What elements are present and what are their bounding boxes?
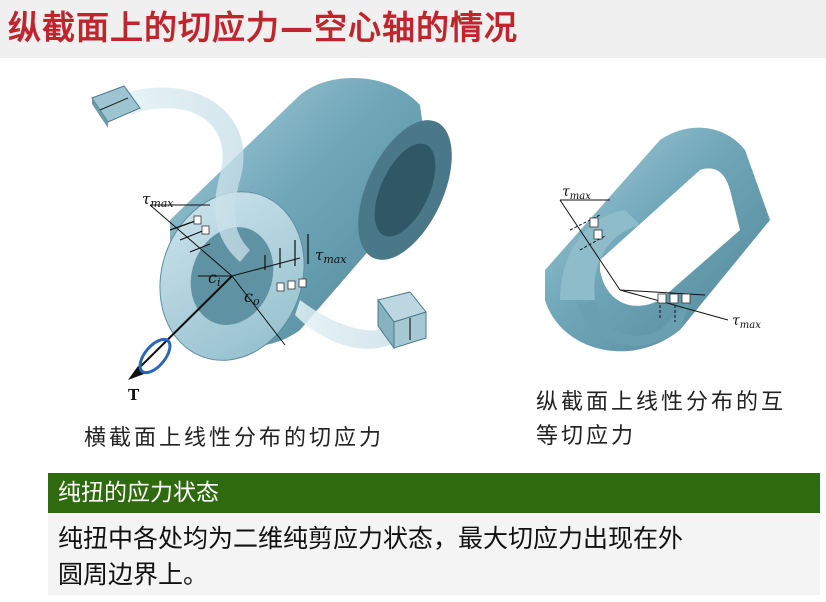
info-panel: 纯扭的应力状态 纯扭中各处均为二维纯剪应力状态，最大切应力出现在外 圆周边界上。 xyxy=(48,473,820,595)
tau-max-label-left-1: τmax xyxy=(142,190,174,210)
torque-rotation-arrow xyxy=(138,337,172,375)
caption-right-line1: 纵截面上线性分布的互 xyxy=(536,390,787,415)
tau-max-label-left-2: τmax xyxy=(315,246,347,266)
ci-label: ci xyxy=(208,268,221,289)
left-shaft: τmax τmax ci co T xyxy=(91,78,452,404)
co-label: co xyxy=(244,287,260,308)
title-bar: 纵截面上的切应力—空心轴的情况 xyxy=(0,0,826,58)
panel-body-line1: 纯扭中各处均为二维纯剪应力状态，最大切应力出现在外 xyxy=(58,524,684,553)
caption-left: 横截面上线性分布的切应力 xyxy=(84,426,385,451)
shaft-diagram: τmax τmax ci co T τ xyxy=(91,78,770,404)
right-half-shaft: τmax τmax xyxy=(545,127,770,352)
caption-right-line2: 等切应力 xyxy=(536,424,637,449)
stress-element-bottom xyxy=(377,291,427,350)
tau-max-label-right-2: τmax xyxy=(732,313,761,331)
panel-heading: 纯扭的应力状态 xyxy=(48,473,820,513)
tau-max-label-right-1: τmax xyxy=(562,184,591,202)
torque-label: T xyxy=(128,386,140,404)
panel-body: 纯扭中各处均为二维纯剪应力状态，最大切应力出现在外 圆周边界上。 xyxy=(48,513,820,593)
panel-body-line2: 圆周边界上。 xyxy=(58,560,209,589)
stress-element-top xyxy=(91,85,141,128)
page-title: 纵截面上的切应力—空心轴的情况 xyxy=(8,8,518,47)
